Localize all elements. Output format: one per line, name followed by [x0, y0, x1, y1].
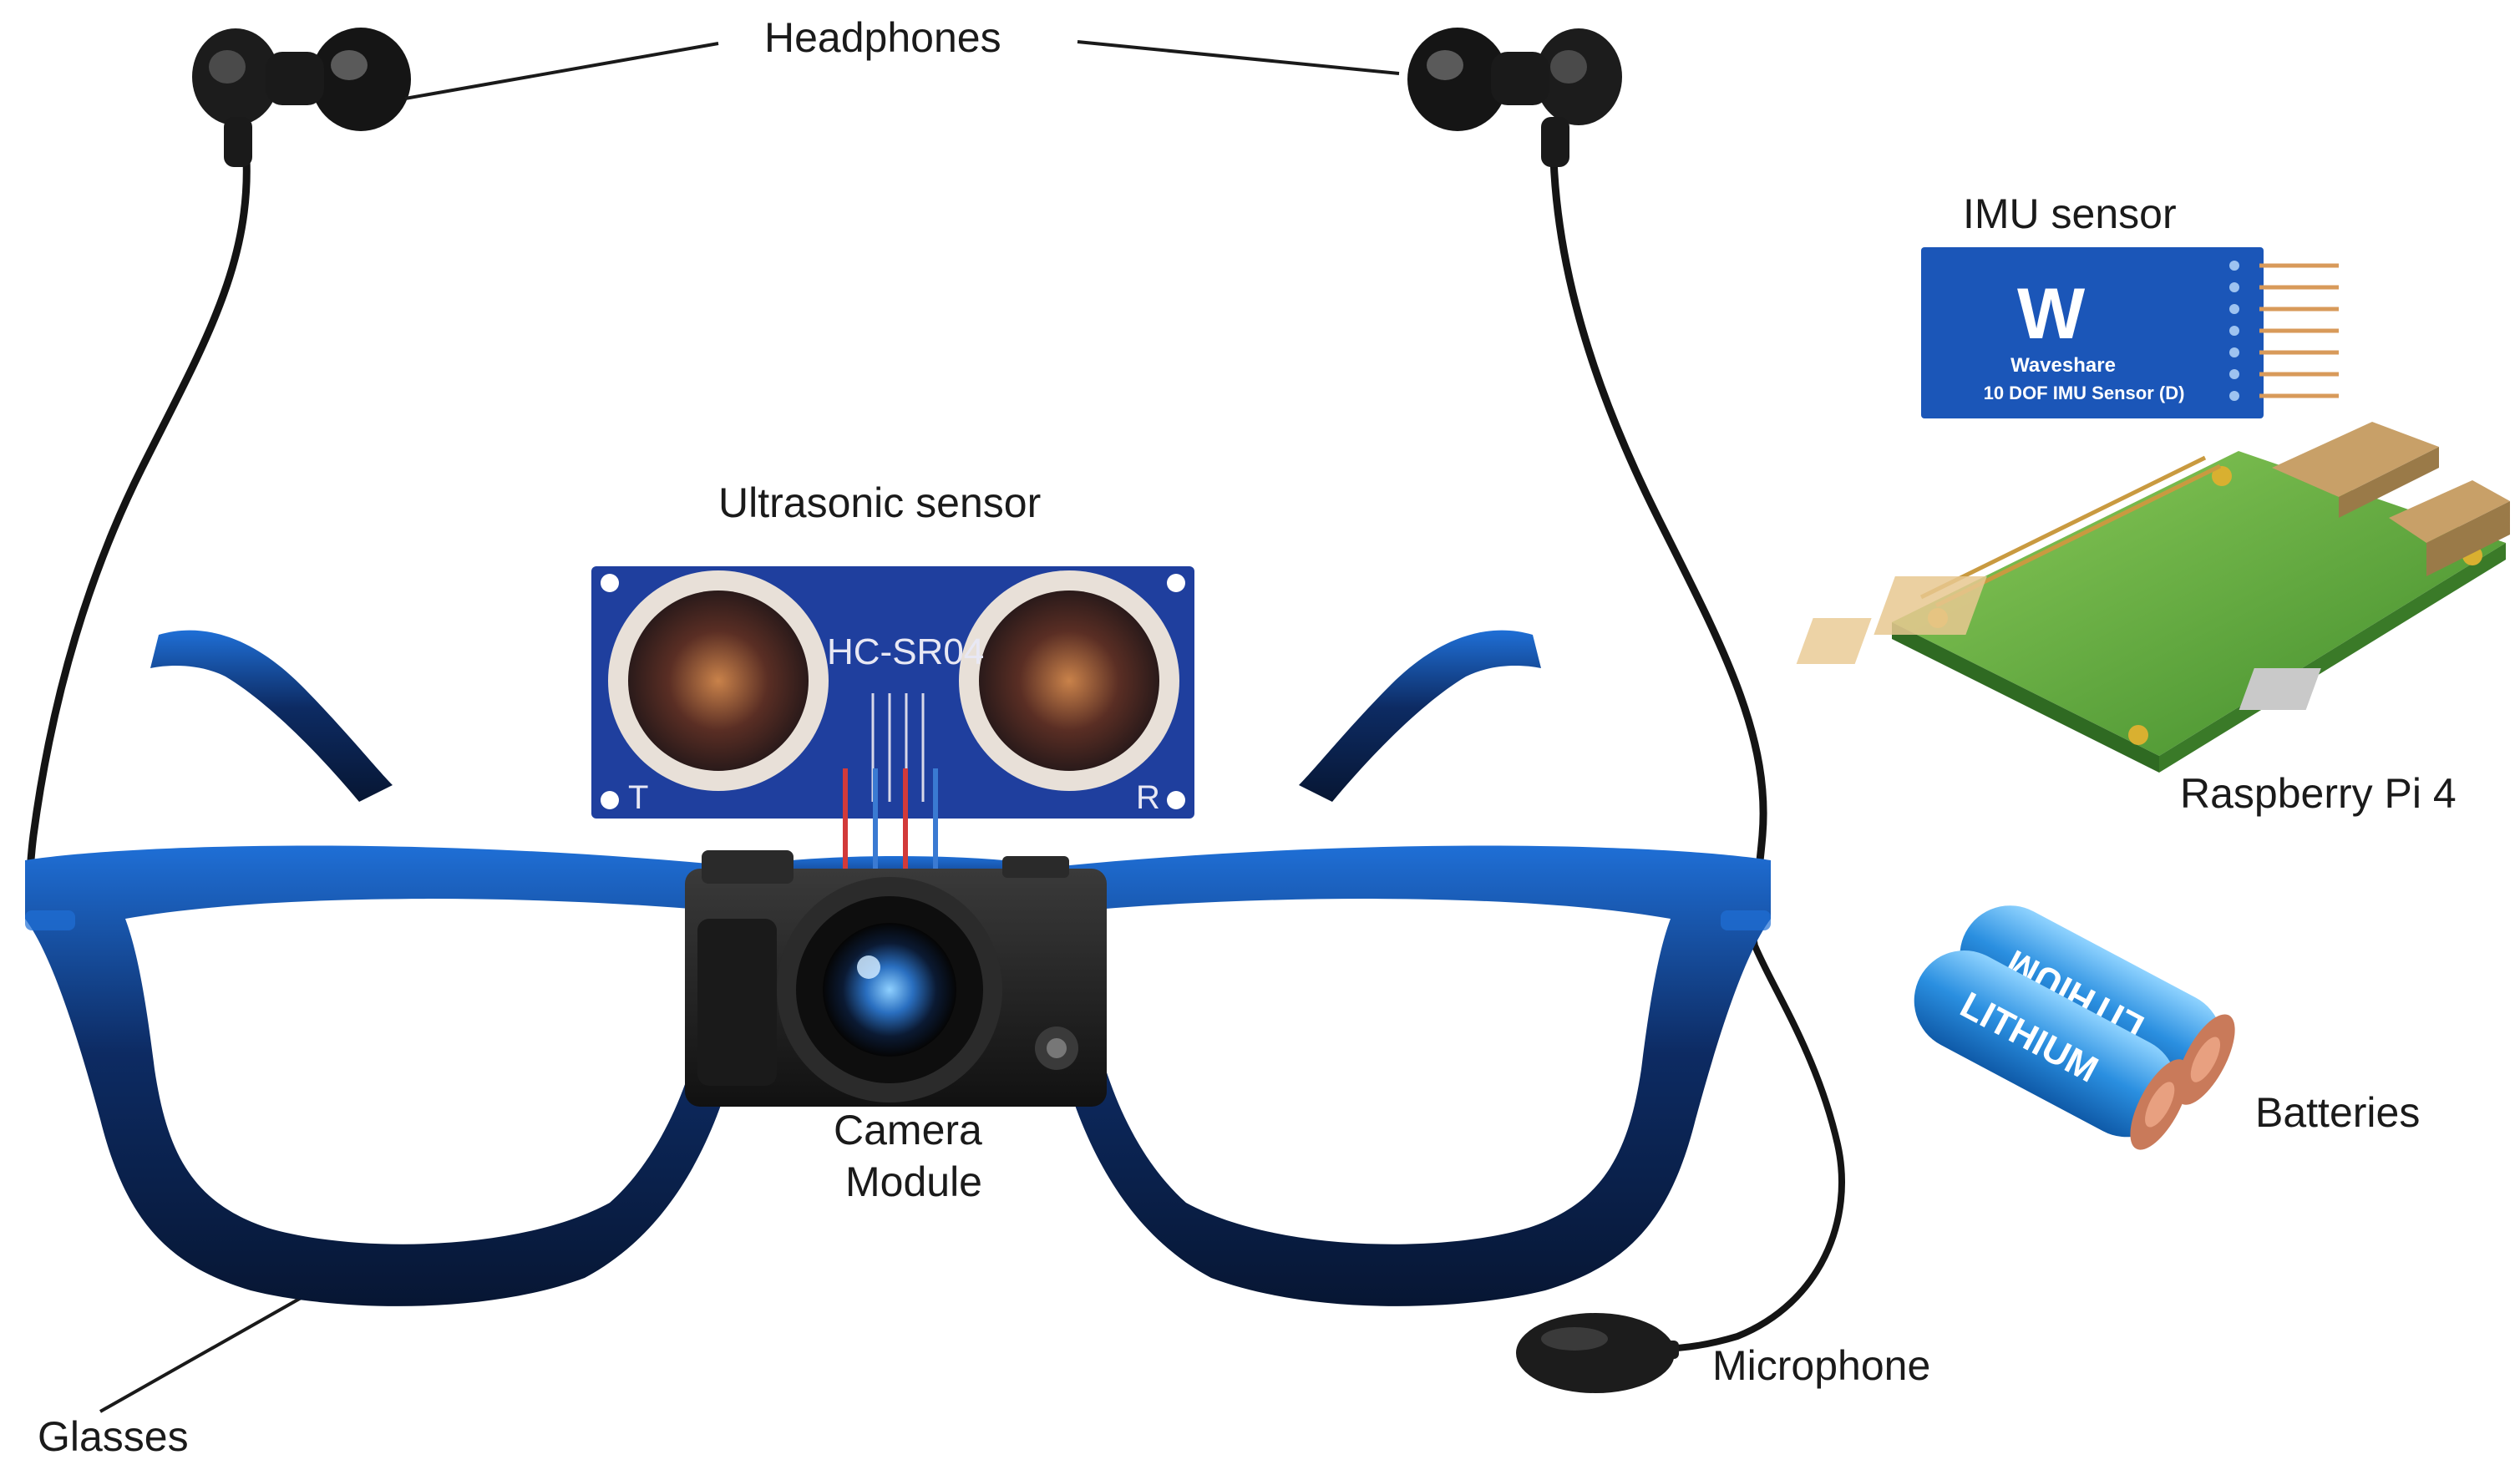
right-earphone-cable	[1549, 155, 1767, 948]
batteries-label: Batteries	[2255, 1089, 2421, 1136]
ultrasonic-sensor-image: HC-SR04 T R	[591, 566, 1194, 885]
right-earbud-icon	[1407, 28, 1622, 167]
imu-model-text: 10 DOF IMU Sensor (D)	[1984, 383, 2185, 403]
camera-module-image	[685, 850, 1107, 1107]
headphones-label: Headphones	[764, 14, 1001, 61]
left-lens-rim	[25, 845, 760, 1306]
headphones-leader-left	[404, 42, 719, 100]
camera-module-label-line2: Module	[845, 1158, 982, 1205]
imu-sensor-label: IMU sensor	[1963, 190, 2177, 237]
imu-logo-text: W	[2017, 274, 2086, 354]
left-earbud-icon	[192, 28, 411, 167]
ultrasonic-model-text: HC-SR04	[827, 631, 984, 672]
microphone-icon	[1516, 1313, 1679, 1393]
right-lens-rim	[1036, 845, 1771, 1306]
camera-module-label-line1: Camera	[834, 1107, 982, 1153]
microphone-boom	[1655, 940, 1845, 1352]
imu-sensor-image: W Waveshare 10 DOF IMU Sensor (D)	[1921, 247, 2339, 418]
leader-lines	[99, 40, 1400, 1413]
batteries-image: LITHIUM LITHIUM	[1914, 905, 2235, 1150]
glasses-temples	[150, 630, 1541, 802]
glasses-leader	[99, 1285, 322, 1413]
left-earphone-cable	[26, 155, 251, 940]
ultrasonic-sensor-label: Ultrasonic sensor	[718, 479, 1042, 526]
headphones-leader-right	[1077, 40, 1400, 75]
glasses-label: Glasses	[38, 1413, 189, 1460]
ultrasonic-r-text: R	[1136, 779, 1160, 816]
ultrasonic-t-text: T	[628, 779, 648, 816]
imu-brand-text: Waveshare	[2010, 354, 2116, 377]
microphone-label: Microphone	[1712, 1342, 1931, 1389]
raspberry-pi-label: Raspberry Pi 4	[2180, 770, 2457, 817]
raspberry-pi-image	[1796, 422, 2510, 773]
